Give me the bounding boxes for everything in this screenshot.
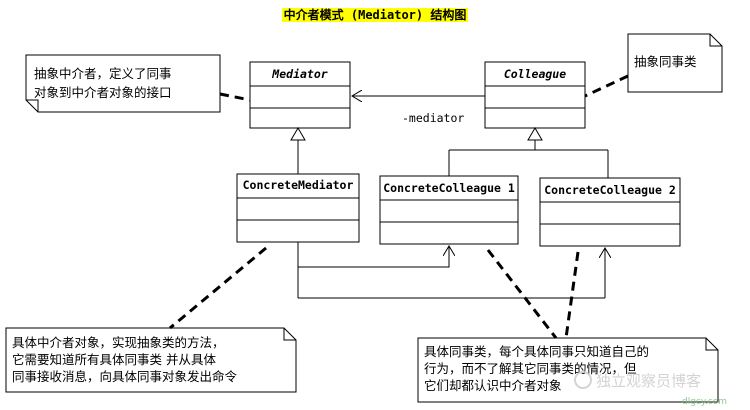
note-mediator-line-2: 对象到中介者对象的接口 <box>34 85 172 100</box>
note-mediator-link <box>219 92 251 102</box>
class-concrete-mediator-name: ConcreteMediator <box>243 178 354 192</box>
watermark: 独立观察员博客 dlgcy.com <box>574 371 727 407</box>
watermark-text: 独立观察员博客 <box>596 372 701 390</box>
generalization-mediator <box>290 127 306 174</box>
class-concrete-colleague-1: ConcreteColleague 1 <box>379 175 519 245</box>
note-concrete-colleague: 具体同事类，每个具体同事只知道自己的 行为，而不了解其它同事类的情况，但 它们却… <box>417 337 719 403</box>
note-colleague: 抽象同事类 <box>627 33 723 93</box>
note-concrete-mediator-line-1: 具体中介者对象，实现抽象类的方法， <box>12 335 225 350</box>
note-concrete-colleague-line-3: 它们却都认识中介者对象 <box>424 378 562 393</box>
class-concrete-mediator: ConcreteMediator <box>236 173 360 243</box>
class-concrete-colleague-2-name: ConcreteColleague 2 <box>544 183 676 197</box>
generalization-colleague <box>448 127 609 178</box>
class-mediator-name: Mediator <box>271 67 327 81</box>
association-role-label: -mediator <box>402 111 464 125</box>
note-concrete-mediator-link <box>169 246 267 330</box>
class-mediator: Mediator <box>249 61 351 129</box>
note-mediator-line-1: 抽象中介者，定义了同事 <box>34 66 172 81</box>
note-concrete-colleague-link-1 <box>486 249 558 339</box>
note-colleague-line-1: 抽象同事类 <box>634 54 697 69</box>
association-concrete-colleagues <box>297 242 605 299</box>
class-colleague-name: Colleague <box>504 67 566 81</box>
watermark-logo-icon <box>574 371 592 389</box>
note-concrete-colleague-link-2 <box>564 251 580 339</box>
watermark-url: dlgcy.com <box>682 397 727 407</box>
note-concrete-mediator-line-3: 同事接收消息，向具体同事对象发出命令 <box>12 369 238 384</box>
class-concrete-colleague-2: ConcreteColleague 2 <box>539 177 681 247</box>
note-colleague-link <box>584 74 629 98</box>
note-concrete-colleague-line-1: 具体同事类，每个具体同事只知道自己的 <box>424 344 649 359</box>
note-concrete-mediator-line-2: 它需要知道所有具体同事类 并从具体 <box>12 352 216 367</box>
class-concrete-colleague-1-name: ConcreteColleague 1 <box>383 181 515 195</box>
class-colleague: Colleague <box>484 61 586 129</box>
diagram-title-text: 中介者模式 (Mediator) 结构图 <box>281 8 469 22</box>
diagram-title: 中介者模式 (Mediator) 结构图 <box>0 4 750 23</box>
note-mediator: 抽象中介者，定义了同事 对象到中介者对象的接口 <box>25 54 221 113</box>
association-mediator: -mediator <box>352 96 485 125</box>
note-concrete-mediator: 具体中介者对象，实现抽象类的方法， 它需要知道所有具体同事类 并从具体 同事接收… <box>5 327 297 393</box>
